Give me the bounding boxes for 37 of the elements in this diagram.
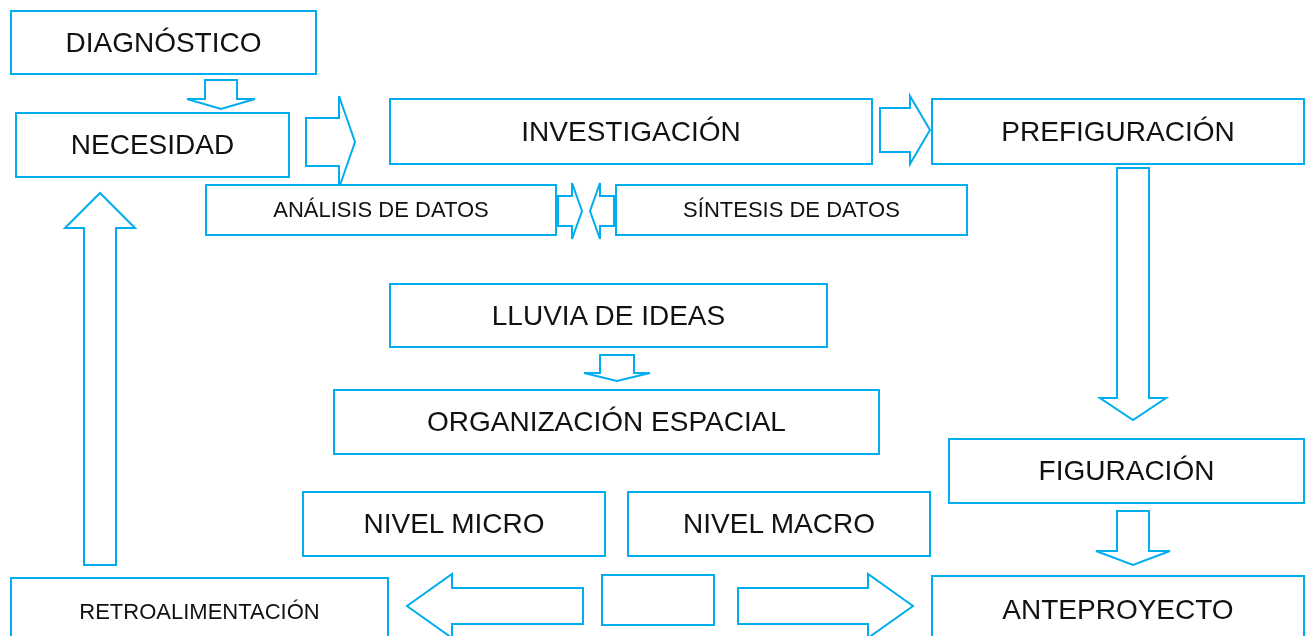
block-arrow bbox=[588, 182, 615, 240]
box-label: ANÁLISIS DE DATOS bbox=[273, 197, 489, 223]
process-box bbox=[205, 184, 557, 236]
process-box bbox=[389, 98, 873, 165]
box-label: SÍNTESIS DE DATOS bbox=[683, 197, 900, 223]
box-label: NIVEL MACRO bbox=[683, 508, 875, 540]
box-label: PREFIGURACIÓN bbox=[1001, 115, 1235, 148]
block-arrow bbox=[1096, 167, 1170, 422]
process-box bbox=[302, 491, 606, 557]
box-label: RETROALIMENTACIÓN bbox=[79, 599, 320, 625]
box-label: INVESTIGACIÓN bbox=[521, 115, 741, 148]
block-arrow bbox=[879, 92, 932, 168]
process-box bbox=[15, 112, 290, 178]
block-arrow bbox=[186, 79, 256, 111]
block-arrow bbox=[737, 572, 915, 636]
process-box bbox=[10, 10, 317, 75]
process-box bbox=[389, 283, 828, 348]
empty-box bbox=[601, 574, 715, 626]
block-arrow bbox=[405, 572, 584, 636]
box-label: FIGURACIÓN bbox=[1038, 455, 1215, 487]
box-label: ORGANIZACIÓN ESPACIAL bbox=[427, 406, 786, 438]
box-label: NECESIDAD bbox=[70, 129, 235, 161]
process-box bbox=[333, 389, 880, 455]
block-arrow bbox=[583, 354, 651, 383]
process-box bbox=[931, 98, 1305, 165]
process-box bbox=[931, 575, 1305, 636]
box-label: NIVEL MICRO bbox=[363, 508, 545, 540]
box-label: DIAGNÓSTICO bbox=[65, 26, 262, 59]
process-box bbox=[10, 577, 389, 636]
block-arrow bbox=[1095, 510, 1171, 567]
process-box bbox=[615, 184, 968, 236]
process-box bbox=[948, 438, 1305, 504]
block-arrow bbox=[557, 182, 584, 240]
block-arrow bbox=[62, 191, 138, 566]
process-box bbox=[627, 491, 931, 557]
box-label: LLUVIA DE IDEAS bbox=[491, 299, 726, 332]
box-label: ANTEPROYECTO bbox=[1002, 594, 1234, 626]
